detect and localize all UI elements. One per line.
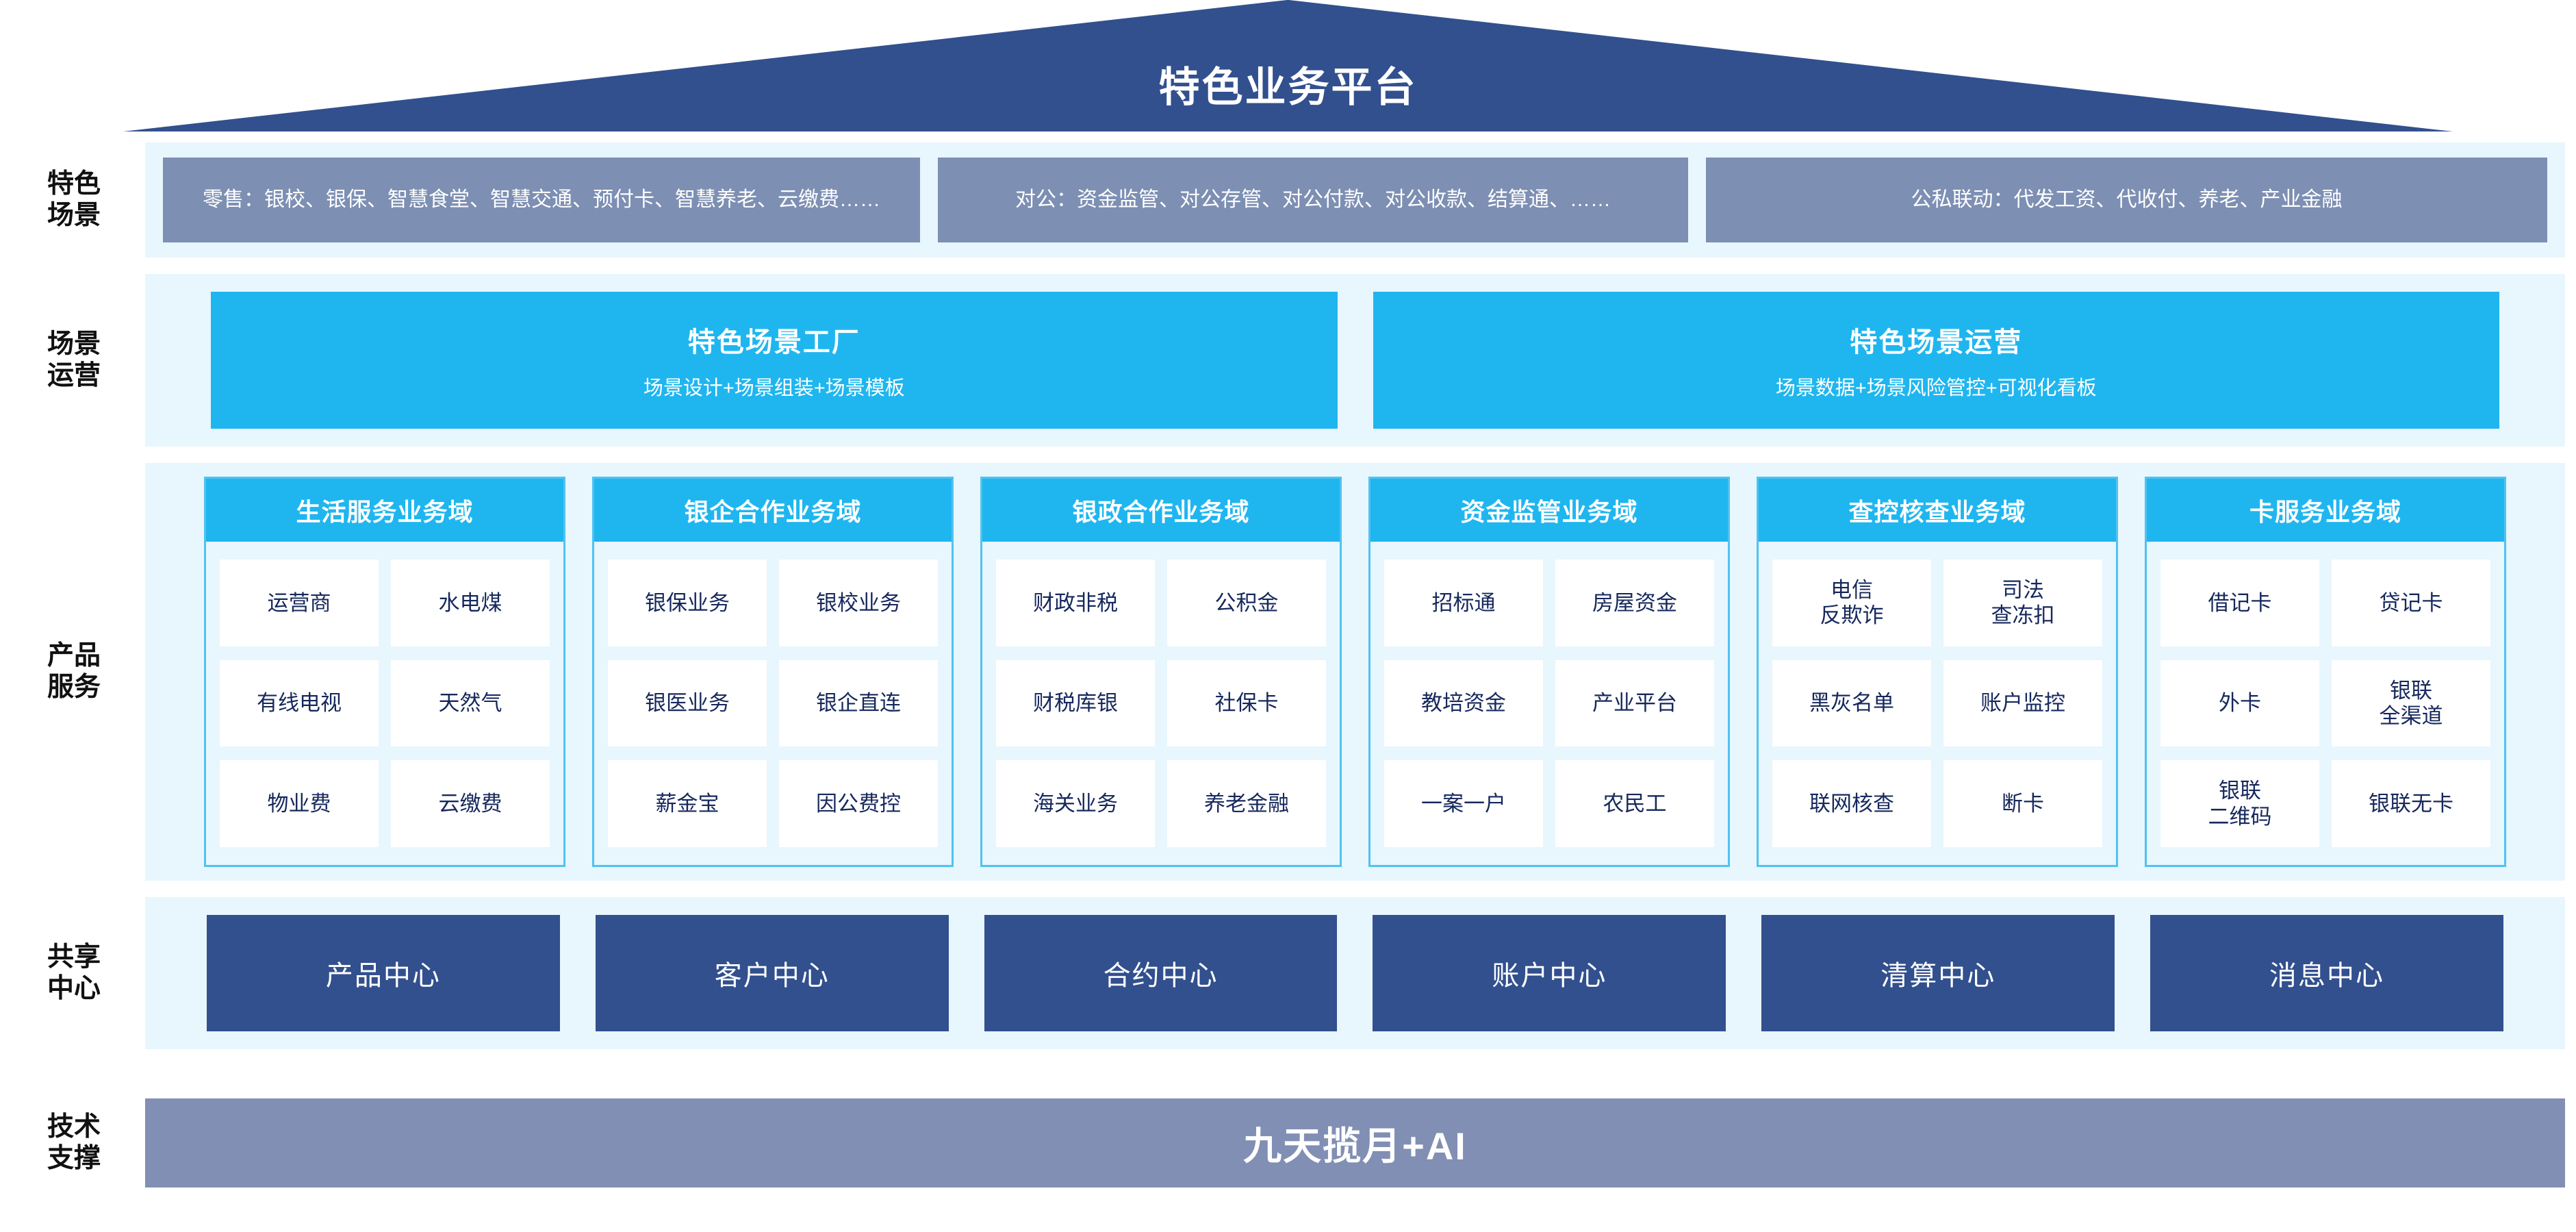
scene-box-public-private[interactable]: 公私联动：代发工资、代收付、养老、产业金融 (1706, 158, 2547, 242)
roof-shape-icon (123, 0, 2453, 131)
row-label-product: 产品 服务 (14, 463, 134, 881)
product-cell[interactable]: 水电煤 (391, 560, 550, 646)
operation-box-scene-operation-subtitle: 场景数据+场景风险管控+可视化看板 (1775, 377, 2097, 399)
product-column-fund-supervision-title: 资金监管业务域 (1370, 479, 1728, 542)
shared-center-message[interactable]: 消息中心 (2150, 915, 2503, 1031)
tech-support-label: 九天揽月+AI (1243, 1124, 1467, 1168)
product-cell[interactable]: 产业平台 (1555, 659, 1714, 747)
product-column-fund-supervision-grid: 招标通 房屋资金 教培资金 产业平台 一案一户 农民工 (1370, 542, 1728, 865)
shared-center-account[interactable]: 账户中心 (1373, 915, 1726, 1031)
product-cell[interactable]: 云缴费 (391, 760, 550, 847)
product-cell[interactable]: 银医业务 (608, 659, 767, 747)
product-cell[interactable]: 银保业务 (608, 560, 767, 646)
row-label-tech-line1: 技术 (47, 1111, 101, 1142)
product-column-investigation-control-grid: 电信 反欺诈 司法 查冻扣 黑灰名单 账户监控 联网核查 断卡 (1759, 542, 2116, 865)
row-label-product-line1: 产品 (47, 640, 101, 670)
product-service-band: 生活服务业务域 运营商 水电煤 有线电视 天然气 物业费 云缴费 银企合作业务域… (145, 463, 2565, 881)
row-label-operation-line1: 场景 (47, 329, 101, 359)
row-label-shared-center: 共享 中心 (14, 897, 134, 1049)
product-cell[interactable]: 因公费控 (779, 760, 938, 847)
product-cell[interactable]: 天然气 (391, 659, 550, 747)
product-cell[interactable]: 银联 二维码 (2160, 760, 2319, 847)
product-cell[interactable]: 外卡 (2160, 659, 2319, 747)
row-label-shared-center-line2: 中心 (47, 974, 101, 1003)
product-column-life-service: 生活服务业务域 运营商 水电煤 有线电视 天然气 物业费 云缴费 (204, 477, 565, 867)
product-column-card-service: 卡服务业务域 借记卡 贷记卡 外卡 银联 全渠道 银联 二维码 银联无卡 (2145, 477, 2506, 867)
product-cell[interactable]: 房屋资金 (1555, 560, 1714, 646)
row-label-scene-line1: 特色 (47, 168, 101, 199)
product-column-bank-enterprise-title: 银企合作业务域 (594, 479, 952, 542)
shared-center-band: 产品中心 客户中心 合约中心 账户中心 清算中心 消息中心 (145, 897, 2565, 1049)
product-cell[interactable]: 一案一户 (1384, 760, 1543, 847)
product-cell[interactable]: 黑灰名单 (1772, 659, 1931, 747)
scene-band: 零售：银校、银保、智慧食堂、智慧交通、预付卡、智慧养老、云缴费…… 对公：资金监… (145, 142, 2565, 257)
product-cell[interactable]: 断卡 (1943, 760, 2102, 847)
product-column-fund-supervision: 资金监管业务域 招标通 房屋资金 教培资金 产业平台 一案一户 农民工 (1368, 477, 1730, 867)
row-label-operation: 场景 运营 (14, 274, 134, 447)
product-cell[interactable]: 招标通 (1384, 560, 1543, 646)
product-column-investigation-control-title: 查控核查业务域 (1759, 479, 2116, 542)
shared-center-customer[interactable]: 客户中心 (595, 915, 949, 1031)
operation-box-scene-factory-title: 特色场景工厂 (687, 327, 860, 357)
tech-support-band[interactable]: 九天揽月+AI (145, 1098, 2565, 1187)
product-cell[interactable]: 养老金融 (1167, 760, 1326, 847)
row-label-scene-line2: 场景 (47, 201, 101, 230)
product-column-life-service-title: 生活服务业务域 (206, 479, 563, 542)
product-cell[interactable]: 司法 查冻扣 (1943, 560, 2102, 646)
product-cell[interactable]: 公积金 (1167, 560, 1326, 646)
row-label-tech-line2: 支撑 (47, 1144, 101, 1173)
operation-box-row: 特色场景工厂 场景设计+场景组装+场景模板 特色场景运营 场景数据+场景风险管控… (211, 292, 2499, 429)
operation-box-scene-factory-subtitle: 场景设计+场景组装+场景模板 (643, 377, 905, 399)
product-column-bank-enterprise-grid: 银保业务 银校业务 银医业务 银企直连 薪金宝 因公费控 (594, 542, 952, 865)
product-cell[interactable]: 贷记卡 (2332, 560, 2490, 646)
product-column-bank-government-grid: 财政非税 公积金 财税库银 社保卡 海关业务 养老金融 (982, 542, 1340, 865)
product-cell[interactable]: 教培资金 (1384, 659, 1543, 747)
product-cell[interactable]: 运营商 (220, 560, 379, 646)
product-cell[interactable]: 有线电视 (220, 659, 379, 747)
product-cell[interactable]: 银校业务 (779, 560, 938, 646)
product-cell[interactable]: 物业费 (220, 760, 379, 847)
product-cell[interactable]: 薪金宝 (608, 760, 767, 847)
product-column-investigation-control: 查控核查业务域 电信 反欺诈 司法 查冻扣 黑灰名单 账户监控 联网核查 断卡 (1757, 477, 2118, 867)
product-cell[interactable]: 社保卡 (1167, 659, 1326, 747)
scene-box-retail[interactable]: 零售：银校、银保、智慧食堂、智慧交通、预付卡、智慧养老、云缴费…… (163, 158, 920, 242)
row-label-scene: 特色 场景 (14, 142, 134, 257)
row-label-product-line2: 服务 (47, 672, 101, 702)
operation-box-scene-operation[interactable]: 特色场景运营 场景数据+场景风险管控+可视化看板 (1373, 292, 2499, 429)
product-column-life-service-grid: 运营商 水电煤 有线电视 天然气 物业费 云缴费 (206, 542, 563, 865)
product-cell[interactable]: 银联无卡 (2332, 760, 2490, 847)
product-cell[interactable]: 账户监控 (1943, 659, 2102, 747)
product-cell[interactable]: 财税库银 (996, 659, 1155, 747)
product-cell[interactable]: 农民工 (1555, 760, 1714, 847)
product-column-row: 生活服务业务域 运营商 水电煤 有线电视 天然气 物业费 云缴费 银企合作业务域… (204, 477, 2506, 867)
platform-roof: 特色业务平台 (123, 0, 2453, 131)
operation-box-scene-operation-title: 特色场景运营 (1850, 327, 2023, 357)
row-label-shared-center-line1: 共享 (47, 942, 101, 972)
product-cell[interactable]: 电信 反欺诈 (1772, 560, 1931, 646)
scene-box-corporate[interactable]: 对公：资金监管、对公存管、对公付款、对公收款、结算通、…… (938, 158, 1688, 242)
shared-center-product[interactable]: 产品中心 (207, 915, 560, 1031)
product-cell[interactable]: 银企直连 (779, 659, 938, 747)
product-column-card-service-grid: 借记卡 贷记卡 外卡 银联 全渠道 银联 二维码 银联无卡 (2147, 542, 2504, 865)
product-column-bank-government: 银政合作业务域 财政非税 公积金 财税库银 社保卡 海关业务 养老金融 (980, 477, 1342, 867)
product-cell[interactable]: 银联 全渠道 (2332, 659, 2490, 747)
operation-box-scene-factory[interactable]: 特色场景工厂 场景设计+场景组装+场景模板 (211, 292, 1338, 429)
product-cell[interactable]: 借记卡 (2160, 560, 2319, 646)
row-label-tech: 技术 支撑 (14, 1098, 134, 1187)
operation-band: 特色场景工厂 场景设计+场景组装+场景模板 特色场景运营 场景数据+场景风险管控… (145, 274, 2565, 447)
product-column-bank-government-title: 银政合作业务域 (982, 479, 1340, 542)
product-cell[interactable]: 联网核查 (1772, 760, 1931, 847)
row-label-operation-line2: 运营 (47, 361, 101, 390)
product-column-card-service-title: 卡服务业务域 (2147, 479, 2504, 542)
product-column-bank-enterprise: 银企合作业务域 银保业务 银校业务 银医业务 银企直连 薪金宝 因公费控 (592, 477, 954, 867)
product-cell[interactable]: 财政非税 (996, 560, 1155, 646)
product-cell[interactable]: 海关业务 (996, 760, 1155, 847)
platform-title: 特色业务平台 (1158, 64, 1418, 110)
scene-box-row: 零售：银校、银保、智慧食堂、智慧交通、预付卡、智慧养老、云缴费…… 对公：资金监… (163, 158, 2547, 242)
shared-center-contract[interactable]: 合约中心 (984, 915, 1338, 1031)
shared-center-row: 产品中心 客户中心 合约中心 账户中心 清算中心 消息中心 (207, 915, 2503, 1031)
shared-center-clearing[interactable]: 清算中心 (1761, 915, 2115, 1031)
